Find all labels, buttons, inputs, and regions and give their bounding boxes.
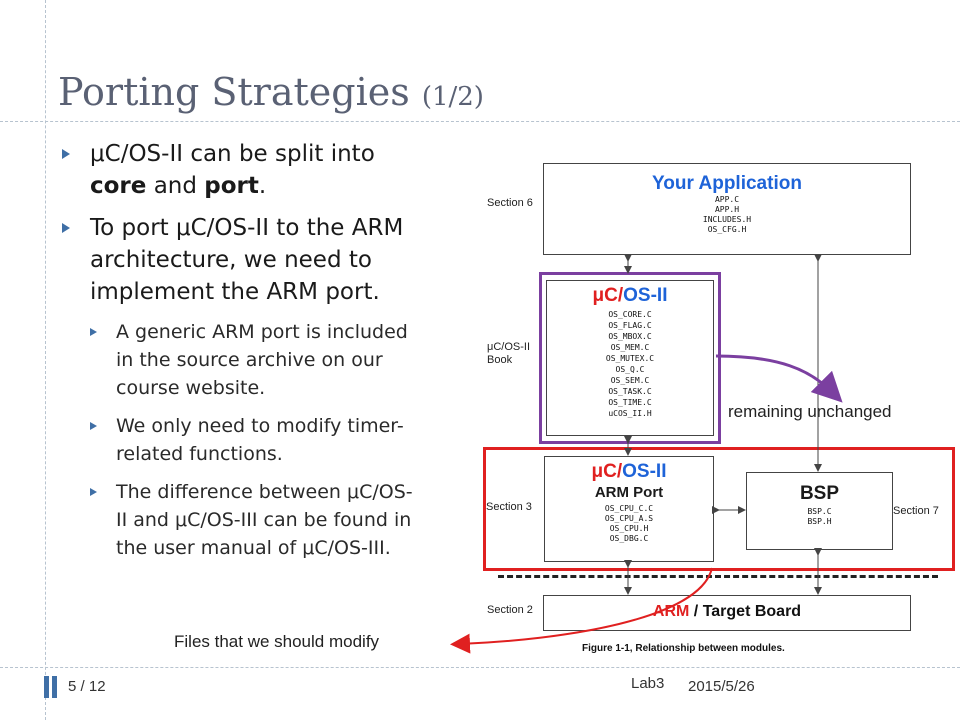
core-file: OS_CORE.C [608,310,652,319]
core-file: OS_TIME.C [608,398,652,407]
arm-port-title: ARM Port [594,484,664,501]
target-board-word: / Target Board [689,603,802,620]
bullet-port-arm-line1: To port μC/OS-II to the ARM [90,215,404,241]
ucos-prefix: μC/ [592,285,624,306]
bullet-port-arm-line3: implement the ARM port. [90,279,380,305]
section6-label: Section 6 [487,197,533,209]
bsp-file: BSP.C [807,507,832,516]
application-title: Your Application [652,173,802,194]
subbullet-generic-line1: A generic ARM port is included [116,321,408,343]
bsp-title: BSP [799,483,840,504]
footer-rule [0,667,960,668]
app-file: INCLUDES.H [702,215,752,224]
target-board-title: ARM / Target Board [544,603,910,621]
bsp-box: BSP BSP.C BSP.H [746,472,893,550]
bullet-and-word: and [146,173,205,199]
core-file: OS_FLAG.C [608,321,652,330]
port-file: OS_CPU_A.S [604,514,654,523]
red-arrow [450,567,713,654]
subbullet-difference: The difference between μC/OS- II and μC/… [60,478,480,562]
port-ucos-prefix: μC/ [591,461,623,482]
footer-accent-2 [52,676,57,698]
ucos-core-files: OS_CORE.C OS_FLAG.C OS_MBOX.C OS_MEM.C O… [547,309,713,419]
core-file: OS_MBOX.C [608,332,652,341]
subbullet-generic-line2: in the source archive on our [116,349,383,371]
purple-arrow [715,354,843,403]
subbullet-diff-line2: II and μC/OS-III can be found in [116,509,412,531]
remaining-unchanged-label: remaining unchanged [728,402,892,421]
core-file: OS_MEM.C [610,343,650,352]
arm-word: ARM [652,603,690,620]
section7-label: Section 7 [893,505,939,517]
bullet-split: μC/OS-II can be split into core and port… [60,138,480,202]
app-file: APP.H [714,205,740,214]
ucos-suffix: OS-II [623,285,668,306]
footer-accent [44,676,49,698]
dashed-separator [498,575,938,578]
page-total: / 12 [80,678,106,695]
port-file: OS_DBG.C [609,534,649,543]
core-file: uCOS_II.H [608,409,652,418]
arm-port-files: OS_CPU_C.C OS_CPU_A.S OS_CPU.H OS_DBG.C [545,504,713,544]
ucos-core-box: μC/OS-II OS_CORE.C OS_FLAG.C OS_MBOX.C O… [546,280,714,436]
book-label-line2: Book [487,354,513,366]
app-file: OS_CFG.H [707,225,747,234]
bullet-split-line1: μC/OS-II can be split into [90,141,375,167]
page-current: 5 [68,678,77,695]
section3-label: Section 3 [486,501,532,513]
port-file: OS_CPU.H [609,524,649,533]
subbullet-timer: We only need to modify timer- related fu… [60,412,480,468]
bullet-list: μC/OS-II can be split into core and port… [60,138,480,572]
book-label-line1: μC/OS-II [487,341,531,353]
bsp-files: BSP.C BSP.H [747,507,892,527]
port-file: OS_CPU_C.C [604,504,654,513]
bullet-period: . [258,173,267,199]
subbullet-generic-line3: course website. [116,377,266,399]
subbullet-timer-line1: We only need to modify timer- [116,415,404,437]
bullet-port-arm-line2: architecture, we need to [90,247,372,273]
book-label: μC/OS-II Book [487,341,530,367]
app-file: APP.C [714,195,740,204]
bullet-port-word: port [204,173,259,199]
core-file: OS_SEM.C [610,376,650,385]
bullet-core-word: core [90,173,147,199]
bullet-port-arm: To port μC/OS-II to the ARM architecture… [60,212,480,308]
subbullet-timer-line2: related functions. [116,443,283,465]
section2-label: Section 2 [487,604,533,616]
core-file: OS_TASK.C [608,387,652,396]
page-title: Porting Strategies (1/2) [58,70,484,114]
subbullet-diff-line1: The difference between μC/OS- [116,481,413,503]
port-ucos-suffix: OS-II [622,461,667,482]
subbullet-generic-port: A generic ARM port is included in the so… [60,318,480,402]
core-file: OS_Q.C [615,365,645,374]
application-files: APP.C APP.H INCLUDES.H OS_CFG.H [544,195,910,235]
ucos-core-title: μC/OS-II [547,285,713,307]
port-ucos-title: μC/OS-II [545,461,713,483]
target-board-box: ARM / Target Board [543,595,911,631]
footer-date: 2015/5/26 [688,678,755,695]
title-main: Porting Strategies [58,70,422,114]
footer-lab: Lab3 [631,675,665,692]
files-modify-label: Files that we should modify [174,632,380,651]
core-file: OS_MUTEX.C [605,354,655,363]
top-rule [0,121,960,123]
title-suffix: (1/2) [421,82,484,112]
subbullet-diff-line3: the user manual of μC/OS-III. [116,537,391,559]
application-box: Your Application APP.C APP.H INCLUDES.H … [543,163,911,255]
page-number: 5 / 12 [68,678,106,695]
figure-caption: Figure 1-1, Relationship between modules… [582,643,785,654]
port-highlight-box [483,447,955,571]
bsp-file: BSP.H [807,517,832,526]
left-rule [45,0,47,720]
